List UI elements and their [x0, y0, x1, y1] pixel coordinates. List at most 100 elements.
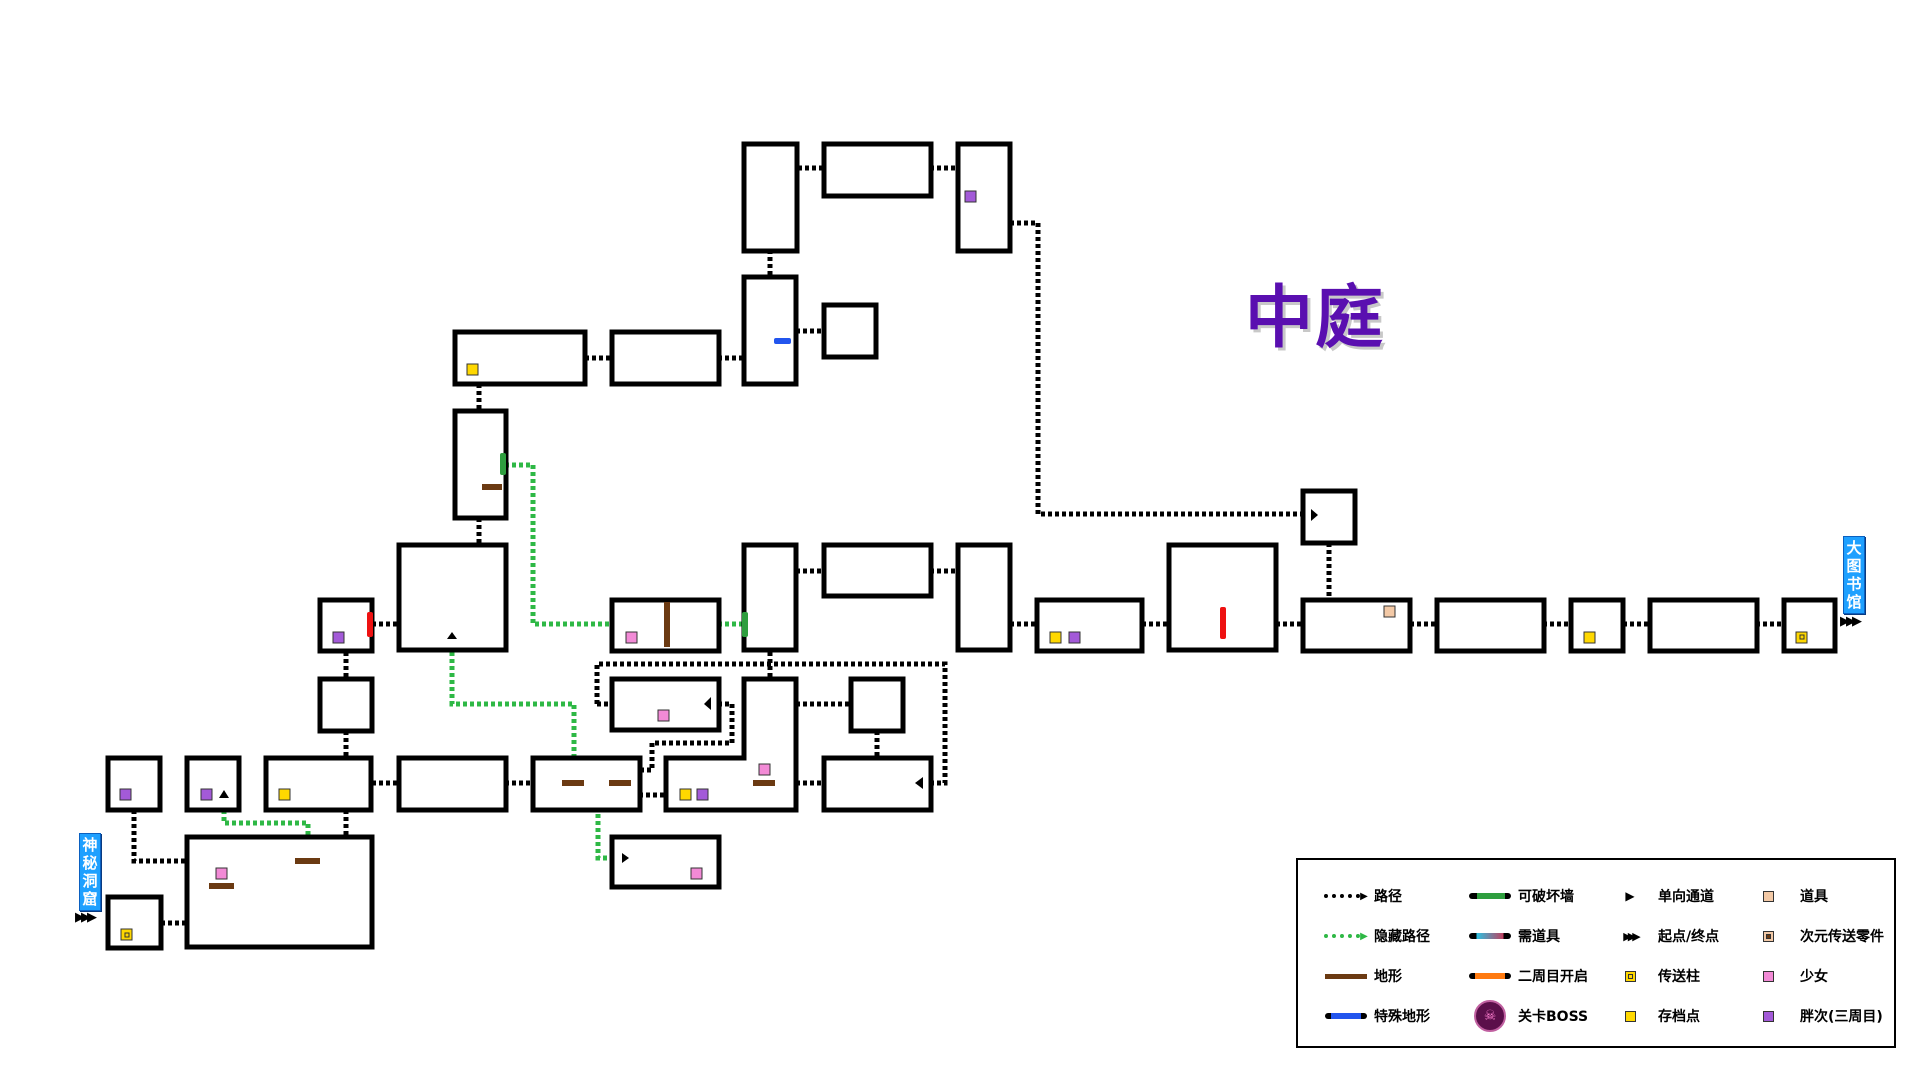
area-title: 中庭: [1245, 278, 1386, 358]
map-room: [184, 755, 242, 813]
map-room: [955, 542, 1013, 653]
teleport-pillar-marker: [120, 928, 133, 941]
fat-jiro-marker: [332, 631, 345, 644]
save-point-marker: [1583, 631, 1596, 644]
framed-yellow-square-icon: [1608, 966, 1652, 986]
map-room: [663, 676, 799, 813]
triangle-right-icon: ▶: [1625, 889, 1635, 903]
legend-item-special-terrain: 特殊地形: [1324, 1006, 1430, 1026]
exit-sign-right[interactable]: 大 图 书 馆: [1843, 536, 1865, 614]
legend-item-hidden-path: ▶ 隐藏路径: [1324, 926, 1430, 946]
start-end-arrows-left-icon: ▶▶▶: [75, 910, 97, 925]
map-room: [263, 755, 374, 813]
fat-jiro-marker: [119, 788, 132, 801]
map-legend: ▶ 路径 可破坏墙 ▶ 单向通道 道具 ▶ 隐藏路径 需道具 ▶▶▶ 起点/终点…: [1296, 858, 1896, 1048]
terrain-ledge: [562, 780, 584, 786]
map-room: [609, 676, 722, 733]
legend-item-girl: 少女: [1746, 966, 1828, 986]
triple-arrow-icon: ▶▶▶: [1623, 929, 1640, 943]
girl-marker: [758, 763, 771, 776]
exit-left-char: 秘: [82, 854, 98, 872]
girl-marker: [657, 709, 670, 722]
pink-square-icon: [1746, 966, 1790, 986]
legend-item-dimension-part: 次元传送零件: [1746, 926, 1884, 946]
save-point-marker: [679, 788, 692, 801]
teleport-pillar-marker-core: [124, 932, 130, 938]
map-room: [741, 542, 799, 653]
map-room: [609, 834, 722, 890]
legend-item-save-point: 存档点: [1608, 1006, 1700, 1026]
one-way-arrow-icon: [1311, 509, 1318, 521]
map-path: [639, 701, 735, 773]
exit-left-char: 洞: [82, 872, 98, 890]
start-end-arrows-right-icon: ▶▶▶: [1840, 614, 1862, 629]
map-room: [396, 542, 509, 653]
terrain-ledge: [482, 484, 502, 490]
map-room: [1781, 597, 1838, 654]
map-room: [452, 408, 509, 521]
hidden-path: [449, 638, 577, 758]
skull-icon: ☠: [1468, 1000, 1512, 1032]
gradient-bar-icon: [1468, 926, 1512, 946]
fat-jiro-marker: [200, 788, 213, 801]
legend-item-teleport-pillar: 传送柱: [1608, 966, 1700, 986]
breakable-wall: [500, 453, 506, 475]
terrain-ledge: [609, 780, 631, 786]
map-room: [184, 834, 375, 950]
teleport-pillar-marker: [1795, 631, 1808, 644]
map-room: [609, 329, 722, 387]
map-room: [396, 755, 509, 813]
map-room: [452, 329, 588, 387]
framed-brown-square-icon: [1746, 926, 1790, 946]
legend-item-path: ▶ 路径: [1324, 886, 1402, 906]
fat-jiro-marker: [1068, 631, 1081, 644]
hidden-path: [221, 795, 311, 842]
legend-item-boss: ☠ 关卡BOSS: [1468, 1000, 1588, 1032]
map-path: [594, 661, 948, 786]
legend-item-needs-item: 需道具: [1468, 926, 1560, 946]
exit-right-char: 大: [1846, 539, 1862, 557]
map-room: [1434, 597, 1547, 654]
map-path: [1010, 220, 1303, 517]
exit-right-char: 馆: [1846, 593, 1862, 611]
terrain-ledge: [209, 883, 234, 889]
map-room: [741, 274, 799, 387]
legend-item-item: 道具: [1746, 886, 1828, 906]
yellow-square-icon: [1608, 1006, 1652, 1026]
exit-right-char: 书: [1846, 575, 1862, 593]
special-terrain: [774, 338, 791, 344]
terrain-ledge: [295, 858, 320, 864]
legend-item-breakable-wall: 可破坏墙: [1468, 886, 1574, 906]
item-marker: [1383, 605, 1396, 618]
teleport-pillar-marker-core: [1799, 634, 1805, 640]
hidden-path: [505, 462, 612, 627]
hidden-path: [595, 800, 624, 861]
save-point-marker: [466, 363, 479, 376]
girl-marker: [625, 631, 638, 644]
map-room: [1300, 488, 1358, 546]
legend-item-start-end: ▶▶▶ 起点/终点: [1608, 926, 1719, 946]
breakable-wall: [742, 612, 748, 637]
fat-jiro-marker: [964, 190, 977, 203]
green-dotted-arrow-icon: ▶: [1324, 926, 1368, 946]
save-point-marker: [1049, 631, 1062, 644]
exit-sign-left[interactable]: 神 秘 洞 窟: [79, 833, 101, 911]
girl-marker: [690, 867, 703, 880]
one-way-arrow-icon: [704, 697, 711, 710]
green-bar-icon: [1468, 886, 1512, 906]
path-arrow-icon: [447, 632, 457, 639]
map-room: [741, 141, 800, 254]
legend-item-fat-jiro: 胖次(三周目): [1746, 1006, 1883, 1026]
sealed-door: [367, 612, 373, 637]
exit-right-char: 图: [1846, 557, 1862, 575]
path-arrow-icon: [622, 853, 629, 863]
map-room: [821, 542, 934, 599]
orange-bar-icon: [1468, 966, 1512, 986]
brown-bar-icon: [1324, 966, 1368, 986]
one-way-arrow-icon: [915, 777, 923, 789]
map-room: [821, 755, 934, 813]
tan-square-icon: [1746, 886, 1790, 906]
map-room: [848, 676, 906, 734]
